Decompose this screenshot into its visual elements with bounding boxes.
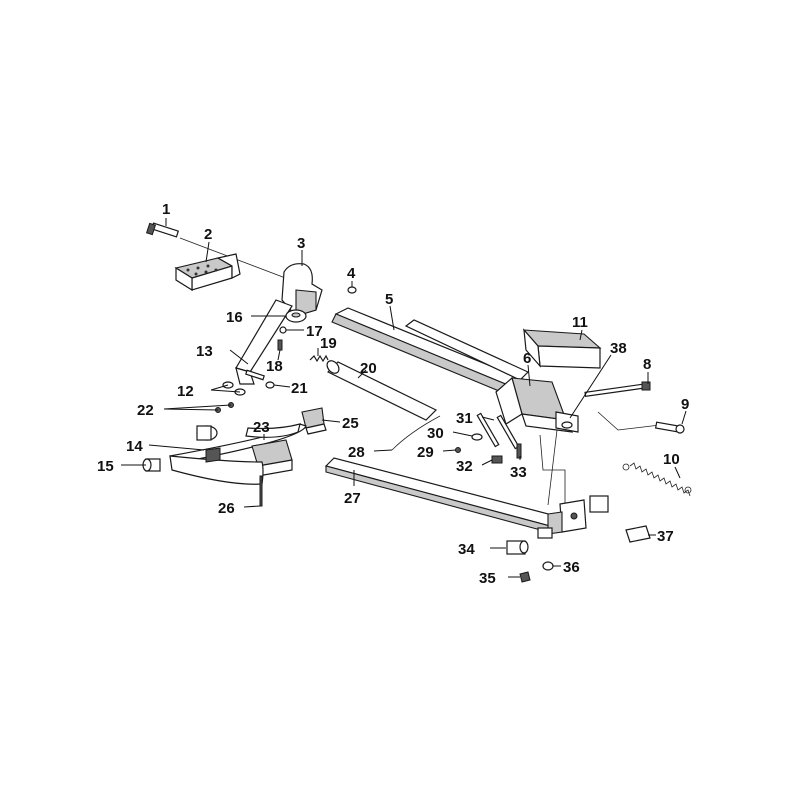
callout-26: 26 [218, 500, 235, 517]
callout-17: 17 [306, 323, 323, 340]
part-1-bolt [145, 222, 180, 238]
callout-4: 4 [347, 265, 356, 282]
part-30-washer [471, 433, 483, 441]
callout-30: 30 [427, 425, 444, 442]
callout-16: 16 [226, 309, 243, 326]
callout-1: 1 [162, 201, 170, 218]
callout-34: 34 [458, 541, 475, 558]
part-21-bolt [245, 369, 275, 389]
lower-hinge-bracket [537, 495, 609, 539]
part-18-screw [277, 339, 283, 351]
guide-line [179, 237, 297, 283]
part-5-main-beam [331, 307, 532, 399]
part-4-washer [347, 286, 357, 294]
part-19-spring-clip [309, 354, 329, 363]
part-33-bolt [516, 443, 522, 459]
part-20-tube [326, 360, 438, 421]
part-8-pin [584, 381, 651, 397]
part-36-washer [542, 561, 554, 571]
part-29-nut [455, 447, 461, 453]
callout-23: 23 [253, 419, 270, 436]
part-3-hook-bracket [281, 263, 323, 317]
callout-38: 38 [610, 340, 627, 357]
callout-20: 20 [360, 360, 377, 377]
part-9-clip [654, 421, 685, 434]
callout-29: 29 [417, 444, 434, 461]
part-14-cap [196, 425, 221, 463]
callout-19: 19 [320, 335, 337, 352]
leader-lines [121, 218, 687, 578]
callout-36: 36 [563, 559, 580, 576]
part-32-spring [491, 455, 503, 464]
callout-35: 35 [479, 570, 496, 587]
callout-5: 5 [385, 291, 393, 308]
callout-28: 28 [348, 444, 365, 461]
guide-line [597, 411, 661, 431]
part-34-bushing [506, 540, 529, 555]
callout-10: 10 [663, 451, 680, 468]
callout-15: 15 [97, 458, 114, 475]
callout-12: 12 [177, 383, 194, 400]
callout-13: 13 [196, 343, 213, 360]
callout-21: 21 [291, 380, 308, 397]
part-38-hinge [555, 411, 579, 433]
part-37-cap [625, 525, 651, 543]
part-11-cap-block [522, 328, 602, 369]
callout-31: 31 [456, 410, 473, 427]
guide-line [539, 434, 566, 505]
callout-8: 8 [643, 356, 651, 373]
callout-labels: 1 2 3 4 5 6 8 9 10 11 12 13 14 15 16 17 … [97, 201, 689, 587]
part-13-arm [235, 299, 293, 385]
callout-11: 11 [572, 314, 588, 331]
callout-27: 27 [344, 490, 361, 507]
part-35-nut [519, 571, 531, 583]
callout-14: 14 [126, 438, 143, 455]
part-27-lower-beam [324, 457, 557, 533]
callout-22: 22 [137, 402, 154, 419]
callout-9: 9 [681, 396, 689, 413]
callout-33: 33 [510, 464, 527, 481]
part-25-bracket [301, 407, 327, 435]
callout-18: 18 [266, 358, 283, 375]
callout-32: 32 [456, 458, 473, 475]
part-2-foot-pedal [174, 253, 241, 292]
part-28-wire [391, 415, 441, 451]
callout-37: 37 [657, 528, 674, 545]
callout-6: 6 [523, 350, 531, 367]
part-17-nut [279, 326, 287, 334]
part-10-spring [622, 462, 692, 497]
callout-25: 25 [342, 415, 359, 432]
part-23-handle [169, 423, 307, 485]
callout-2: 2 [204, 226, 212, 243]
callout-3: 3 [297, 235, 305, 252]
part-26-screw [259, 475, 263, 507]
parts-drawing [142, 222, 692, 583]
part-31-pin [476, 412, 500, 448]
